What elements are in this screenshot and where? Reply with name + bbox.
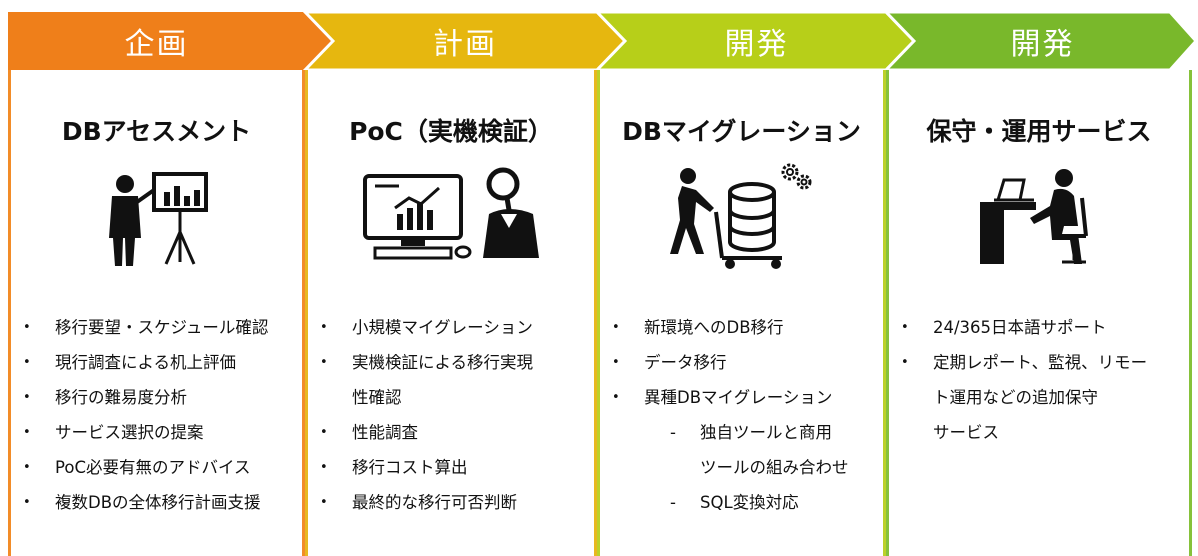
poc-list: 小規模マイグレーション 実機検証による移行実現 性確認 性能調査 移行コスト算出… (320, 310, 588, 520)
presenter-with-chart-icon (11, 162, 302, 272)
list-item: 移行コスト算出 (320, 450, 588, 485)
list-item: 24/365日本語サポート (901, 310, 1183, 345)
assessment-list: 移行要望・スケジュール確認 現行調査による机上評価 移行の難易度分析 サービス選… (23, 310, 296, 520)
person-at-desk-laptop-icon (889, 162, 1189, 272)
stage-label-4: 開発 (1010, 27, 1075, 62)
stage-arrow-4 (882, 10, 1198, 72)
list-item: データ移行 (612, 345, 877, 380)
list-item: 移行の難易度分析 (23, 380, 296, 415)
stage-label-3: 開発 (724, 27, 789, 62)
list-item: 性能調査 (320, 415, 588, 450)
list-item: 小規模マイグレーション (320, 310, 588, 345)
list-item: 異種DBマイグレーション (612, 380, 877, 415)
monitor-and-inspector-icon (308, 162, 594, 272)
list-item: 独自ツールと商用 (612, 415, 877, 450)
list-item: 新環境へのDB移行 (612, 310, 877, 345)
list-item: ト運用などの追加保守 (933, 388, 1098, 407)
list-item: 現行調査による机上評価 (23, 345, 296, 380)
list-item: サービス (933, 423, 999, 442)
list-item: 定期レポート、監視、リモー (901, 345, 1183, 380)
list-item: 移行要望・スケジュール確認 (23, 310, 296, 345)
list-item: 実機検証による移行実現 (320, 345, 588, 380)
support-list: 24/365日本語サポート 定期レポート、監視、リモー ト運用などの追加保守 サ… (901, 310, 1183, 450)
stage-label-1: 企画 (124, 27, 189, 62)
column-title: PoC（実機検証） (349, 117, 553, 146)
column-poc: PoC（実機検証） 小規模マイグレーション 実機検証による移行実現 性確認 性能… (305, 70, 597, 556)
list-item: SQL変換対応 (612, 485, 877, 520)
column-support: 保守・運用サービス 24/365日本語サポート 定期レポート、監視、リモー ト運… (886, 70, 1192, 556)
column-migration: DBマイグレーション 新環境へのDB移行 データ移行 異種DBマイグレーション (597, 70, 886, 556)
database-cart-migration-icon (600, 162, 883, 272)
column-title: DBマイグレーション (622, 117, 861, 146)
list-item: 複数DBの全体移行計画支援 (23, 485, 296, 520)
list-item: PoC必要有無のアドバイス (23, 450, 296, 485)
list-item: 最終的な移行可否判断 (320, 485, 588, 520)
migration-list: 新環境へのDB移行 データ移行 異種DBマイグレーション 独自ツールと商用 ツー… (612, 310, 877, 520)
column-assessment: DBアセスメント 移行要望・スケジュール確認 現行調査による机上評価 移行の難易… (8, 70, 305, 556)
column-title: DBアセスメント (61, 117, 252, 146)
list-item: 性確認 (352, 388, 402, 407)
list-item: サービス選択の提案 (23, 415, 296, 450)
stage-arrows (8, 10, 1198, 72)
stage-arrow-1 (8, 12, 333, 70)
stage-label-2: 計画 (433, 27, 497, 62)
list-item: ツールの組み合わせ (700, 458, 849, 477)
column-title: 保守・運用サービス (926, 117, 1152, 146)
